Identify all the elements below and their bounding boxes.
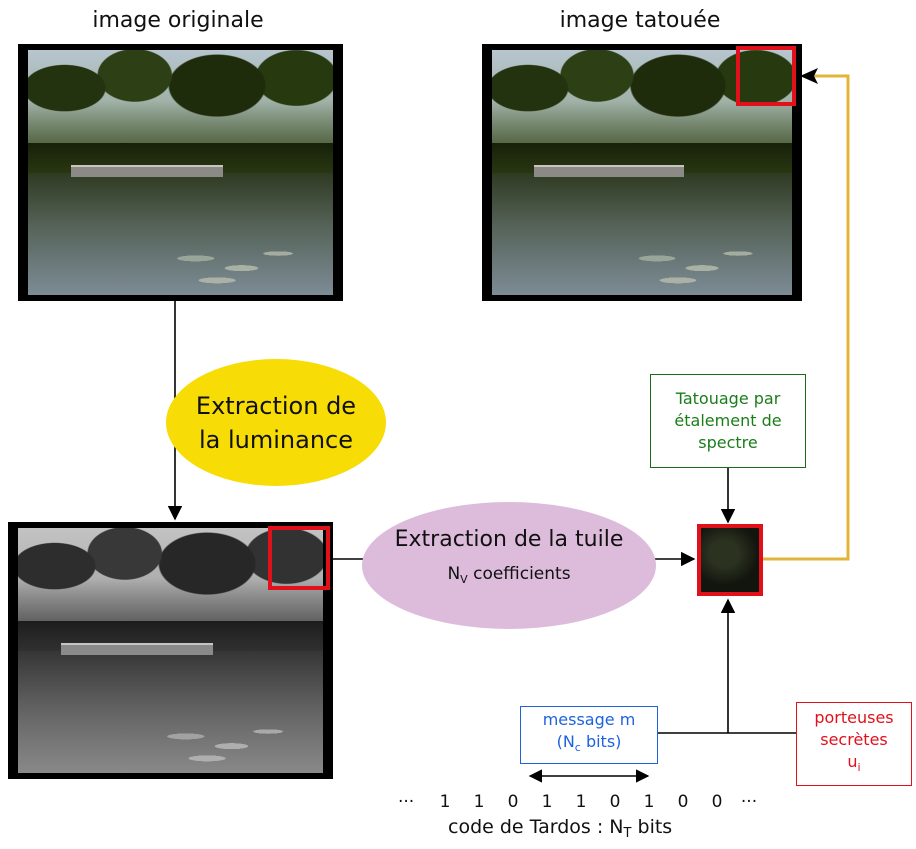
bits-prefix: ···	[398, 792, 415, 812]
bit-4: 1	[575, 792, 587, 812]
tile-extraction-line-1: Extraction de la tuile	[394, 526, 624, 552]
spread-spectrum-line-1: Tatouage par	[675, 389, 781, 408]
tardos-bit-sequence: ··· 1 1 0 1 1 0 1 0 0 ···	[398, 792, 778, 812]
bit-0: 1	[439, 792, 451, 812]
spread-spectrum-box: Tatouage par étalement de spectre	[650, 374, 806, 468]
luminance-tile-highlight	[268, 526, 330, 590]
watermark-tile	[697, 524, 763, 596]
carriers-line-3: ui	[847, 752, 861, 774]
tardos-code-label: code de Tardos : NT bits	[448, 816, 673, 841]
bit-2: 0	[507, 792, 519, 812]
bits-suffix: ···	[740, 792, 758, 812]
carriers-line-2: secrètes	[820, 730, 888, 749]
bit-6: 1	[643, 792, 655, 812]
message-box: message m (Nc bits)	[520, 706, 658, 764]
luminance-line-2: la luminance	[198, 425, 354, 454]
spread-spectrum-line-3: spectre	[698, 433, 758, 452]
message-line-1: message m	[542, 710, 636, 729]
secret-carriers-box: porteuses secrètes ui	[796, 702, 912, 786]
bit-1: 1	[473, 792, 485, 812]
original-image	[18, 44, 343, 301]
tile-extraction-step: Extraction de la tuile NV coefficients	[362, 502, 656, 629]
bit-8: 0	[711, 792, 723, 812]
title-watermarked-image: image tatouée	[559, 8, 721, 33]
luminance-image	[8, 522, 333, 779]
bit-5: 0	[609, 792, 621, 812]
carriers-line-1: porteuses	[814, 708, 894, 727]
coefficients-label: NV coefficients	[447, 563, 571, 586]
watermarked-image	[482, 44, 802, 301]
bit-7: 0	[677, 792, 689, 812]
spread-spectrum-line-2: étalement de	[674, 411, 782, 430]
luminance-line-1: Extraction de	[195, 391, 357, 420]
bit-3: 1	[541, 792, 553, 812]
title-original-image: image originale	[92, 8, 264, 33]
watermarked-tile-highlight	[736, 46, 796, 106]
luminance-extraction-step: Extraction de la luminance	[166, 359, 386, 486]
message-line-2: (Nc bits)	[556, 732, 622, 754]
